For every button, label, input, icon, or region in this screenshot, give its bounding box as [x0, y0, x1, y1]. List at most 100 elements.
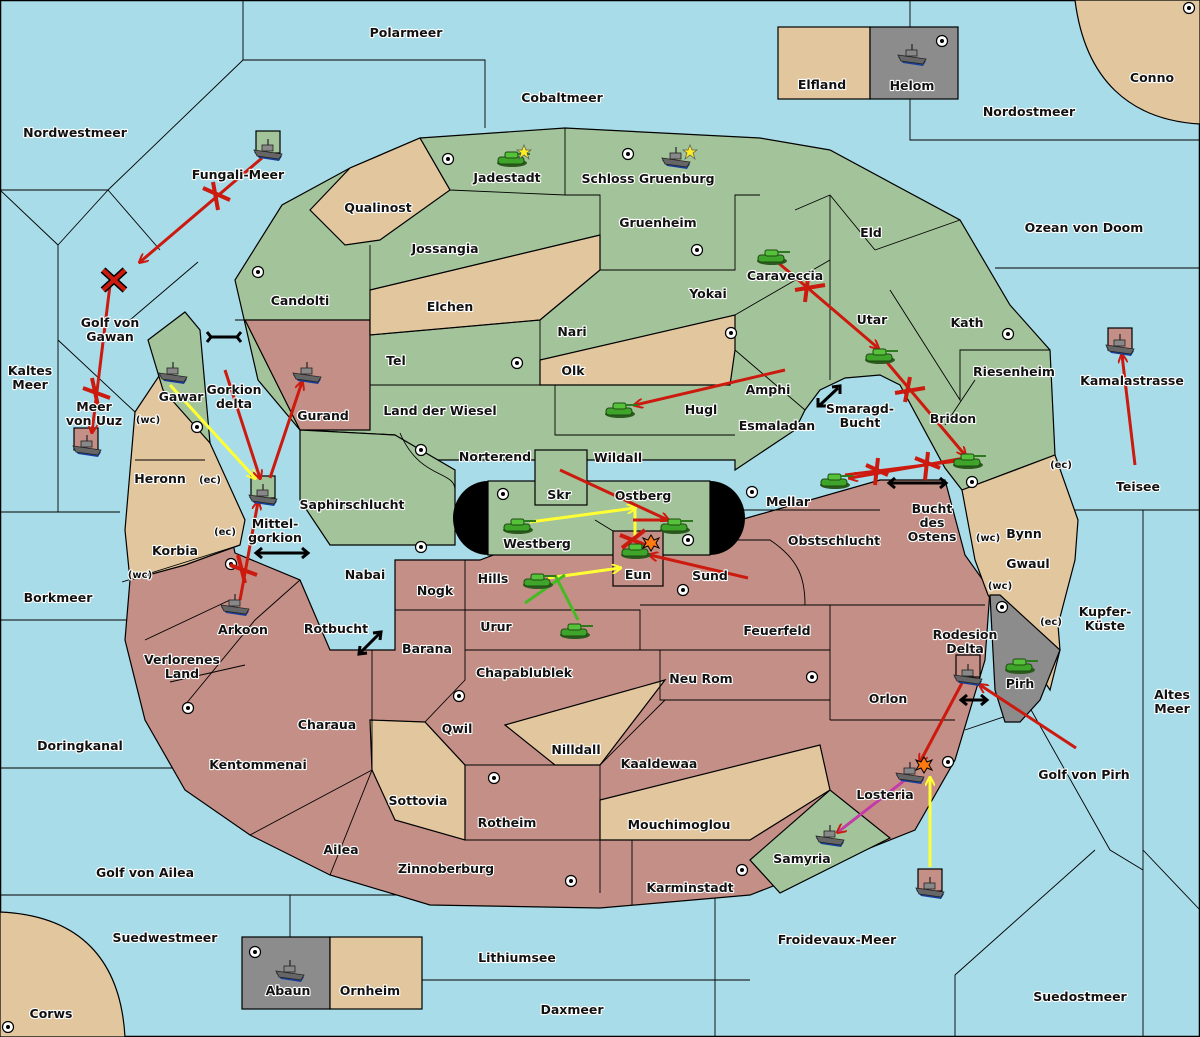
label-orlon: Orlon [869, 691, 908, 706]
label-candolti: Candolti [271, 293, 330, 308]
label-gurand: Gurand [297, 408, 349, 423]
label-ostens-2: des [920, 515, 945, 530]
label-abaun: Abaun [266, 983, 311, 998]
label-altes-2: Meer [1154, 701, 1190, 716]
label-polarmeer: Polarmeer [370, 25, 444, 40]
label-coast-wc: (wc) [128, 570, 152, 581]
label-fungali: Fungali-Meer [192, 167, 285, 182]
label-teisee: Teisee [1116, 479, 1160, 494]
label-korbia: Korbia [152, 543, 198, 558]
label-mittelgorkion-2: gorkion [248, 530, 302, 545]
label-wildall: Wildall [594, 450, 642, 465]
label-pirh: Pirh [1006, 676, 1035, 691]
label-caraveccia: Caraveccia [747, 268, 823, 283]
label-kupfer: Kupfer- [1079, 604, 1132, 619]
label-samyria: Samyria [773, 851, 831, 866]
label-gorkion: Gorkion [206, 382, 261, 397]
label-rodesion: Rodesion [933, 627, 998, 642]
label-chapa: Chapablublek [476, 665, 573, 680]
label-nilldall: Nilldall [551, 742, 600, 757]
label-kupfer-2: Küste [1085, 618, 1125, 633]
label-amphi: Amphi [746, 382, 791, 397]
label-ozean-doom: Ozean von Doom [1025, 220, 1144, 235]
label-rodesion-2: Delta [946, 641, 984, 656]
label-sottovia: Sottovia [389, 793, 448, 808]
label-coast-wc: (wc) [136, 415, 160, 426]
label-coast-ec: (ec) [1050, 460, 1072, 471]
label-gruenheim: Gruenheim [619, 215, 696, 230]
label-altes: Altes [1154, 687, 1190, 702]
label-urur: Urur [480, 619, 512, 634]
label-sund: Sund [692, 568, 728, 583]
label-losteria: Losteria [856, 787, 913, 802]
label-neurom: Neu Rom [669, 671, 732, 686]
label-arkoon: Arkoon [218, 622, 268, 637]
label-kamala: Kamalastrasse [1080, 373, 1184, 388]
label-kath: Kath [951, 315, 984, 330]
label-froidevaux: Froidevaux-Meer [778, 932, 897, 947]
label-tel: Tel [386, 353, 406, 368]
label-smaragd-2: Bucht [840, 415, 881, 430]
label-jossangia: Jossangia [410, 241, 478, 256]
label-hugl: Hugl [685, 402, 718, 417]
label-bynn: Bynn [1006, 526, 1041, 541]
label-hills: Hills [478, 571, 509, 586]
crossing-arrows [205, 331, 990, 707]
label-mouchi: Mouchimoglou [628, 817, 731, 832]
labels: Polarmeer Cobaltmeer Nordwestmeer Fungal… [7, 24, 1192, 1022]
label-ostens: Bucht [912, 501, 953, 516]
label-kaaldewaa: Kaaldewaa [621, 756, 698, 771]
label-eld: Eld [860, 225, 882, 240]
label-daxmeer: Daxmeer [540, 1002, 604, 1017]
label-nari: Nari [557, 324, 586, 339]
label-karmin: Karminstadt [646, 880, 733, 895]
label-zinnober: Zinnoberburg [398, 861, 494, 876]
label-mittelgorkion: Mittel- [252, 516, 299, 531]
label-riesenheim: Riesenheim [973, 364, 1055, 379]
label-kentommenai: Kentommenai [209, 757, 307, 772]
label-wiesel: Land der Wiesel [383, 403, 496, 418]
label-corws: Corws [30, 1006, 73, 1021]
orders [92, 156, 1137, 867]
label-uuz-2: von Uuz [66, 413, 122, 428]
label-smaragd: Smaragd- [826, 401, 894, 416]
label-jadestadt: Jadestadt [472, 170, 540, 185]
label-cobaltmeer: Cobaltmeer [521, 90, 603, 105]
label-nordostmeer: Nordostmeer [983, 104, 1076, 119]
label-verlorenes: Verlorenes [144, 652, 220, 667]
label-eun: Eun [625, 567, 651, 582]
label-yokai: Yokai [688, 286, 727, 301]
label-esmaladan: Esmaladan [739, 418, 815, 433]
failed-order-marks [82, 181, 941, 584]
label-elchen: Elchen [427, 299, 474, 314]
label-suedostmeer: Suedostmeer [1033, 989, 1127, 1004]
label-norterend: Norterend [459, 449, 531, 464]
label-suedwestmeer: Suedwestmeer [113, 930, 219, 945]
label-rotbucht: Rotbucht [304, 621, 368, 636]
label-mellar: Mellar [766, 494, 811, 509]
label-coast-wc: (wc) [976, 533, 1000, 544]
label-bridon: Bridon [930, 411, 976, 426]
label-schloss: Schloss Gruenburg [581, 171, 714, 186]
label-verlorenes-2: Land [165, 666, 199, 681]
label-charaua: Charaua [298, 717, 356, 732]
label-nabai: Nabai [345, 567, 386, 582]
label-utar: Utar [857, 312, 889, 327]
label-kaltes: Kaltes [8, 363, 52, 378]
label-borkmeer: Borkmeer [24, 590, 94, 605]
label-golf-pirh: Golf von Pirh [1038, 767, 1129, 782]
label-golf-ailea: Golf von Ailea [96, 865, 194, 880]
label-barana: Barana [402, 641, 452, 656]
label-nordwestmeer: Nordwestmeer [23, 125, 128, 140]
label-rotheim: Rotheim [478, 815, 537, 830]
label-obst: Obstschlucht [788, 533, 880, 548]
label-coast-ec: (ec) [199, 475, 221, 486]
label-gawar: Gawar [159, 389, 205, 404]
label-gwaul: Gwaul [1006, 556, 1049, 571]
label-uuz: Meer [76, 399, 112, 414]
label-qwil: Qwil [442, 721, 473, 736]
label-kaltes-2: Meer [12, 377, 48, 392]
label-elfland: Elfland [798, 77, 846, 92]
